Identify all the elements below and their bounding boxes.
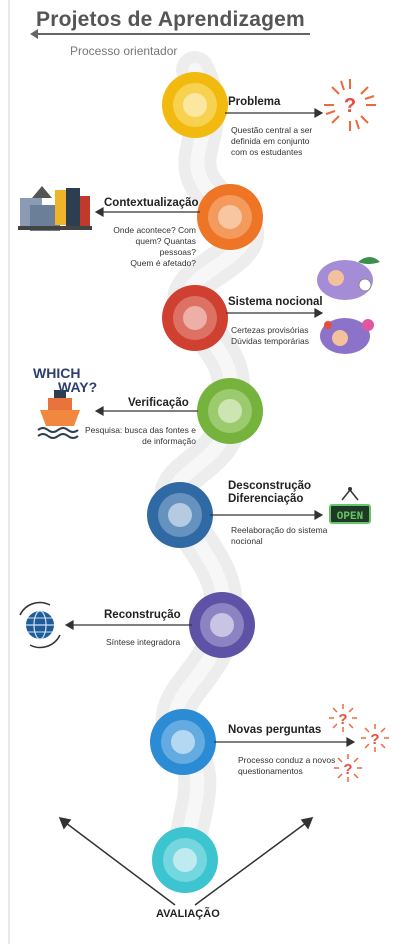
avaliacao-label: AVALIAÇÃO: [156, 908, 220, 920]
circle-verificacao: [197, 378, 263, 444]
circle-sistema-nocional: [162, 285, 228, 351]
circle-avaliacao: [152, 827, 218, 893]
circle-contextualizacao: [197, 184, 263, 250]
globe-icon: [19, 601, 61, 649]
step-reconstrucao-desc: Síntese integradora: [106, 637, 181, 647]
open-text: OPEN: [337, 511, 363, 523]
which-text: WHICH: [33, 365, 80, 381]
step-reconstrucao-heading: Reconstrução: [104, 609, 181, 621]
step-verificacao-heading: Verificação: [128, 397, 189, 409]
question-mark-text: ?: [344, 95, 356, 117]
open-sign-icon: [329, 487, 371, 524]
page-subtitle: Processo orientador: [70, 44, 178, 58]
question-burst-icon: [324, 79, 376, 131]
step-sistema-nocional-heading: Sistema nocional: [228, 296, 323, 308]
question-mark-small-3: ?: [343, 761, 352, 778]
circle-desconstrucao: [147, 482, 213, 548]
circle-novas-perguntas: [150, 709, 216, 775]
page-title: Projetos de Aprendizagem: [36, 8, 305, 31]
step-novas-perguntas-heading: Novas perguntas: [228, 724, 322, 736]
step-problema-heading: Problema: [228, 96, 281, 108]
people-cartoon-icon: [317, 257, 380, 354]
connectors: [64, 107, 356, 748]
page-edge: [8, 0, 10, 944]
question-mark-small-2: ?: [370, 731, 379, 748]
evaluation-arrows: [58, 816, 314, 906]
ship-icon: [37, 390, 80, 439]
circle-reconstrucao: [189, 592, 255, 658]
title-arrow-icon: [30, 29, 38, 39]
question-mark-small-1: ?: [338, 711, 347, 728]
city-buildings-icon: [18, 186, 92, 231]
question-cluster-icon: [329, 704, 389, 782]
circle-problema: [162, 72, 228, 138]
step-contextualizacao-heading: Contextualização: [104, 197, 199, 209]
way-text: WAY?: [58, 379, 97, 395]
